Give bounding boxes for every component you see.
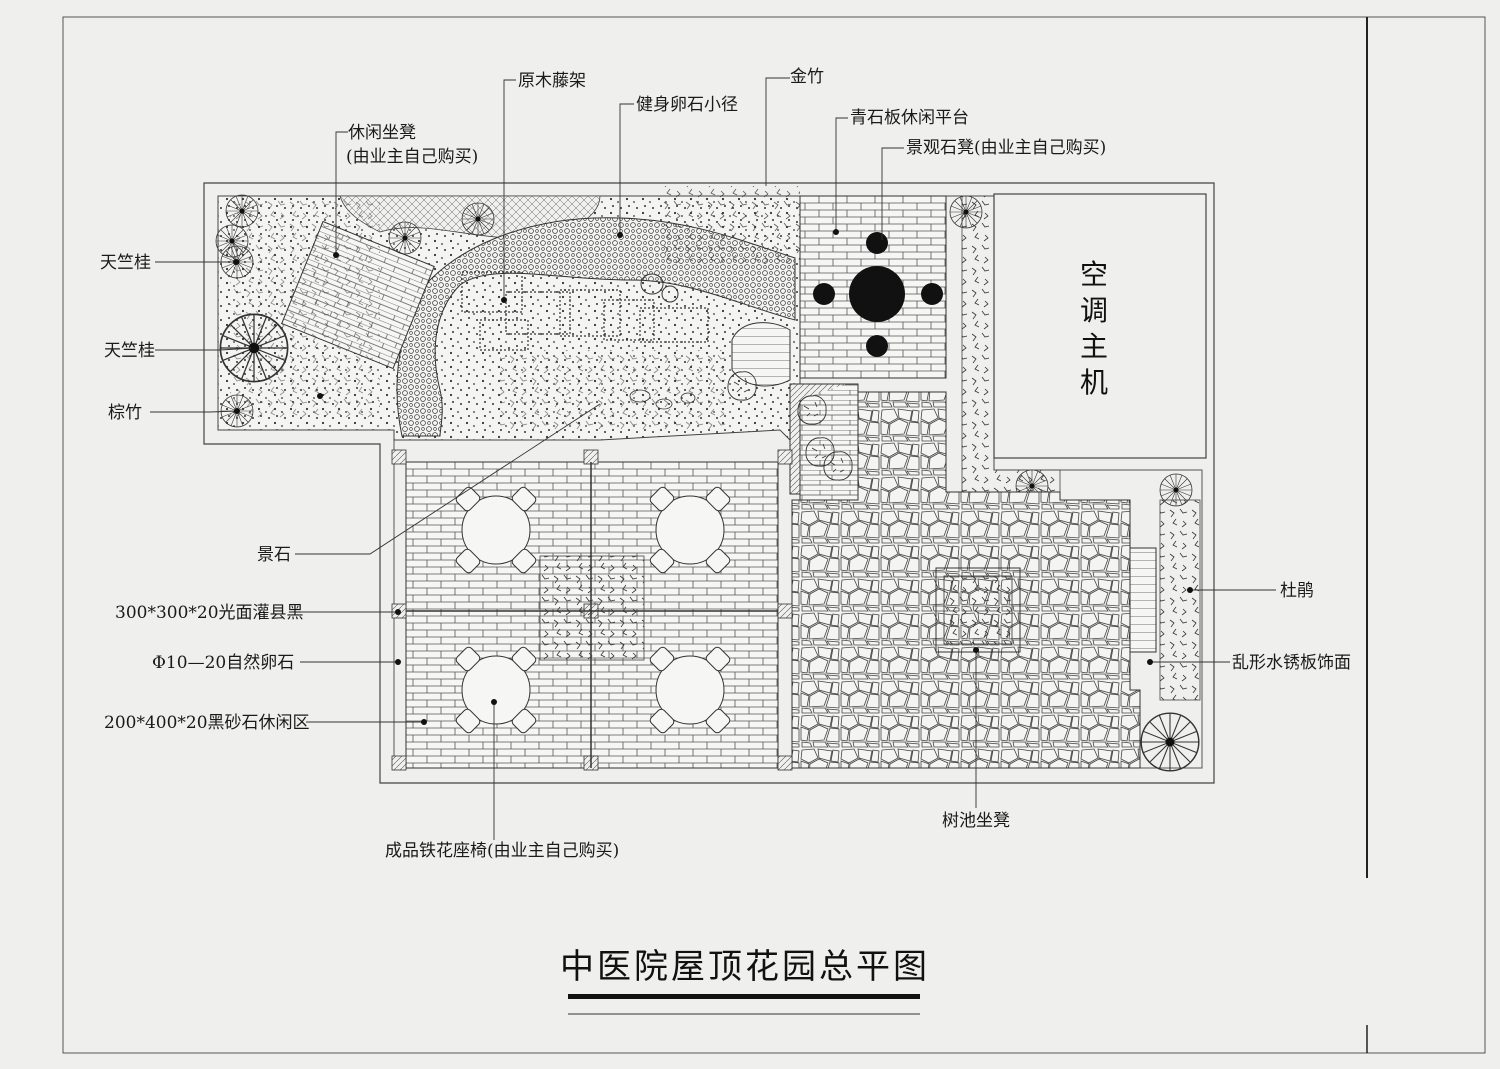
pebble-path bbox=[396, 217, 796, 437]
iron-table-set-se bbox=[649, 646, 731, 734]
rust-stone-step bbox=[1129, 547, 1157, 653]
sheet-border bbox=[62, 16, 1486, 1054]
foliage-center bbox=[500, 350, 730, 430]
label-granite-tile: 300*300*20光面灌县黑 bbox=[115, 603, 304, 623]
label-golden-bamboo: 金竹 bbox=[790, 67, 824, 87]
label-iron-chairs: 成品铁花座椅(由业主自己购买) bbox=[385, 841, 619, 861]
central-planter bbox=[539, 555, 645, 661]
osmanthus-tree-1 bbox=[215, 224, 249, 258]
golden-bamboo-cluster bbox=[660, 186, 800, 266]
label-wooden-pergola: 原木藤架 bbox=[518, 71, 586, 91]
iron-table-set-sw bbox=[455, 646, 537, 734]
label-pebble-edge: Φ10—20自然卵石 bbox=[152, 653, 294, 673]
label-tree-pool-bench: 树池坐凳 bbox=[942, 811, 1010, 831]
stepping-area bbox=[799, 383, 859, 501]
azalea-bed bbox=[1159, 499, 1201, 701]
title-underline-thick bbox=[568, 994, 920, 999]
ac-unit-char-3: 主 bbox=[1080, 330, 1108, 363]
label-rust-stone: 乱形水锈板饰面 bbox=[1232, 653, 1351, 673]
leader-lines bbox=[150, 77, 1276, 840]
tree-symbol-f bbox=[1140, 712, 1200, 772]
leader-dots bbox=[233, 229, 1193, 725]
label-pebble-path: 健身卵石小径 bbox=[636, 95, 738, 115]
label-osmanthus-1: 天竺桂 bbox=[100, 253, 151, 273]
label-osmanthus-2: 天竺桂 bbox=[104, 341, 155, 361]
iron-table-set-nw bbox=[455, 486, 537, 574]
ac-unit-box bbox=[993, 193, 1207, 459]
label-bluestone-platform: 青石板休闲平台 bbox=[850, 108, 969, 128]
tree-pool-planting bbox=[943, 575, 1013, 645]
label-leisure-bench-note: (由业主自己购买) bbox=[346, 147, 478, 167]
osmanthus-tree-top bbox=[225, 194, 259, 228]
iron-table-set-ne bbox=[649, 486, 731, 574]
label-stone-bench: 景观石凳(由业主自己购买) bbox=[906, 138, 1106, 158]
drawing-title: 中医院屋顶花园总平图 bbox=[560, 947, 930, 987]
stone-table-set bbox=[813, 232, 943, 357]
label-azalea: 杜鹃 bbox=[1280, 581, 1314, 601]
tree-symbol-a bbox=[388, 221, 422, 255]
label-palm-bamboo: 棕竹 bbox=[108, 403, 142, 423]
label-landscape-stone: 景石 bbox=[257, 545, 291, 565]
ac-unit-char-4: 机 bbox=[1080, 366, 1108, 399]
label-sandstone-area: 200*400*20黑砂石休闲区 bbox=[104, 713, 310, 733]
steps-curved bbox=[731, 322, 791, 387]
site-outline bbox=[203, 182, 1215, 784]
tree-symbol-b bbox=[461, 202, 495, 236]
ac-unit-char-1: 空 bbox=[1080, 258, 1108, 291]
label-leisure-bench: 休闲坐凳 bbox=[348, 123, 416, 143]
foliage-west bbox=[230, 200, 380, 420]
ac-unit-char-2: 调 bbox=[1080, 294, 1108, 327]
